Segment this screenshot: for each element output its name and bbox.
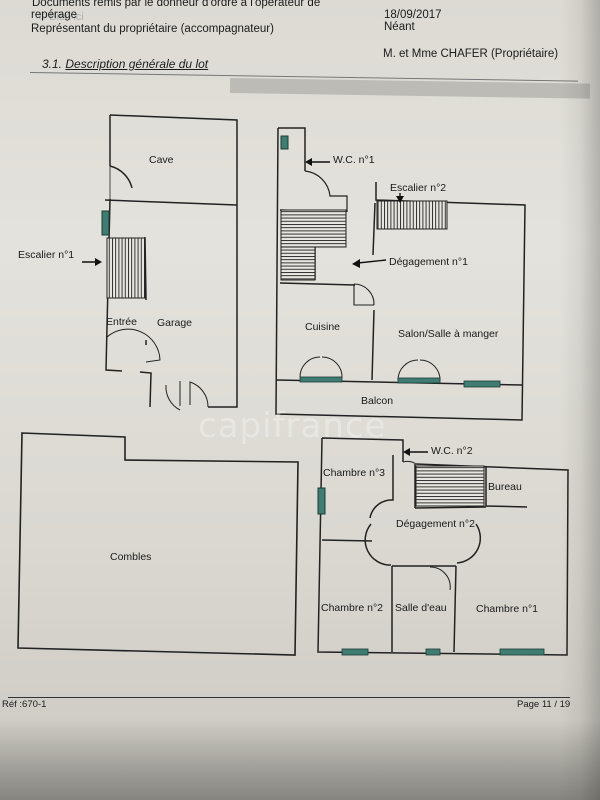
capifrance-watermark: capifrance <box>198 406 387 446</box>
label-chambre-2: Chambre n°2 <box>321 602 383 614</box>
label-balcon: Balcon <box>361 395 393 407</box>
garage-door <box>165 381 209 411</box>
footer-ref: Réf :670-1 <box>2 699 47 710</box>
kitchen-window <box>299 376 343 383</box>
header-line-1: Documents remis par le donneur d'ordre à… <box>32 0 321 9</box>
degagement-1-door <box>353 283 375 306</box>
kitchen-window-doors <box>299 356 343 379</box>
plan-combles <box>17 432 299 656</box>
label-wc-2: W.C. n°2 <box>431 445 473 457</box>
footer-page-number: Page 11 / 19 <box>517 699 571 710</box>
bureau-walls <box>414 464 528 509</box>
salon-window <box>397 377 441 384</box>
escalier-1-stairs <box>106 237 146 299</box>
plan-2e-etage <box>317 437 569 656</box>
escalier-2-stairs <box>376 200 448 230</box>
garage-wall-outer <box>109 114 238 408</box>
wc1-arrowhead <box>305 158 312 166</box>
header-owner: M. et Mme CHAFER (Propriétaire) <box>383 48 559 60</box>
wc2-arrowhead <box>403 448 410 456</box>
wc1-door <box>304 170 348 212</box>
etage-wall-outer <box>275 127 526 421</box>
header-line-2: repérage <box>31 9 78 21</box>
header-neant: Néant <box>384 21 415 33</box>
salle-eau-walls <box>391 565 457 653</box>
header-watermark: © Bien'ici <box>38 11 84 23</box>
label-entree: Entrée <box>106 316 137 328</box>
section-title: 3.1. Description générale du lot <box>42 58 208 70</box>
chambre3-bottom-wall <box>321 539 373 542</box>
wc1-window <box>280 135 289 150</box>
escalier-combles-stairs <box>415 465 485 507</box>
label-garage: Garage <box>157 317 192 329</box>
label-bureau: Bureau <box>488 481 522 493</box>
degagement-2-left-arc <box>364 523 392 566</box>
wc2-door <box>402 460 417 465</box>
label-chambre-3: Chambre n°3 <box>323 467 385 479</box>
header-date: 18/09/2017 <box>384 9 442 21</box>
degagement-2-right-arc <box>456 523 482 564</box>
cave-door-arc <box>109 165 133 189</box>
cave-divider <box>104 199 238 206</box>
salle-eau-door <box>429 566 451 591</box>
garage-window <box>101 210 110 236</box>
label-escalier-1: Escalier n°1 <box>18 249 74 261</box>
escalier-etage-stairs-2 <box>280 246 316 281</box>
page-bottom-shadow <box>0 720 600 800</box>
label-salle-eau: Salle d'eau <box>395 602 447 614</box>
section-title-text: Description générale du lot <box>65 57 209 71</box>
page-edge-shadow <box>560 0 600 800</box>
chambre2-window <box>341 648 369 656</box>
label-wc-1: W.C. n°1 <box>333 154 375 166</box>
chambre1-window <box>499 648 545 656</box>
label-degagement-1: Dégagement n°1 <box>389 256 468 268</box>
salle-eau-window <box>425 648 441 656</box>
etage2-wall-outer <box>317 437 569 656</box>
garage-wall-bottom <box>139 371 152 408</box>
label-salon: Salon/Salle à manger <box>398 328 499 340</box>
degagement-1-arrow <box>357 259 387 264</box>
salon-left-wall <box>371 202 376 381</box>
label-cuisine: Cuisine <box>305 321 340 333</box>
label-escalier-2: Escalier n°2 <box>390 182 446 194</box>
chambre3-window <box>317 487 326 515</box>
escalier-1-arrowhead <box>95 258 102 266</box>
label-cave: Cave <box>149 154 174 166</box>
salon-window-2 <box>463 380 501 388</box>
label-combles: Combles <box>110 551 151 563</box>
entree-door-arc <box>106 328 161 363</box>
label-degagement-2: Dégagement n°2 <box>396 518 475 530</box>
label-chambre-1: Chambre n°1 <box>476 603 538 615</box>
chambre3-wall <box>369 455 394 519</box>
section-number: 3.1. <box>42 57 63 71</box>
degagement-1-arrowhead <box>352 259 360 268</box>
footer-rule <box>8 697 570 698</box>
header-line-3: Représentant du propriétaire (accompagna… <box>31 23 274 35</box>
escalier-2-arrowhead <box>396 196 404 203</box>
kitchen-top-wall <box>279 282 356 286</box>
escalier-etage-stairs-1 <box>280 209 347 248</box>
